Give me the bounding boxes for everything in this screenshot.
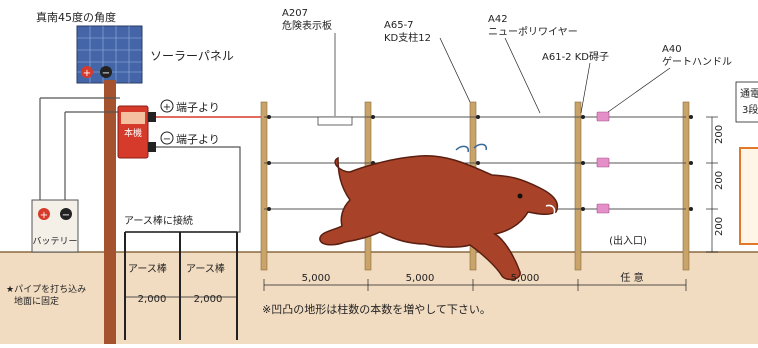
- gate-width: 任 意: [620, 271, 643, 284]
- part-code-a42: A42: [488, 14, 508, 25]
- wire-note-line2: 3段: [742, 103, 758, 116]
- battery: + − バッテリー: [31, 199, 79, 253]
- minus-terminal-label: 端子より: [176, 133, 220, 146]
- span-3: 5,000: [511, 273, 540, 284]
- part-name-a65-7: KD支柱12: [384, 31, 431, 44]
- wire-note-line1: 通電: [740, 88, 758, 100]
- svg-text:−: −: [163, 134, 171, 145]
- svg-text:−: −: [62, 210, 70, 221]
- warning-sign: [317, 116, 353, 126]
- controller-label: 本機: [124, 127, 142, 139]
- battery-label: バッテリー: [32, 236, 77, 247]
- caution-sign: [739, 147, 758, 245]
- earth-rod-label-2: アース棒: [186, 262, 225, 275]
- span-1: 5,000: [302, 273, 331, 284]
- part-name-a40: ゲートハンドル: [662, 56, 732, 68]
- minus-symbol: [160, 131, 174, 145]
- ground-area: [0, 252, 758, 344]
- pipe-note-line2: 地面に固定: [14, 295, 59, 307]
- footnote: ※凹凸の地形は柱数の本数を増やして下さい。: [262, 302, 491, 316]
- span-2: 5,000: [406, 273, 435, 284]
- earth-rod-label-1: アース棒: [128, 262, 167, 275]
- svg-text:−: −: [102, 68, 110, 79]
- svg-text:+: +: [40, 210, 48, 221]
- part-name-a42: ニューポリワイヤー: [488, 26, 578, 38]
- fence-controller: 本機: [117, 105, 156, 159]
- solar-minus-terminal: [100, 66, 112, 78]
- part-code-a40: A40: [662, 44, 682, 55]
- solar-panel: 真南45度の角度 + − ソーラーパネル: [36, 10, 234, 84]
- wire-note-box: [735, 81, 758, 123]
- earth-connect-label: アース棒に接続: [124, 214, 193, 227]
- plus-terminal-label: 端子より: [176, 101, 220, 114]
- gate-label: (出入口): [609, 234, 647, 247]
- height-3: 200: [714, 217, 725, 236]
- part-code-a65-7: A65-7: [384, 20, 414, 31]
- svg-text:+: +: [83, 68, 91, 79]
- solar-panel-label: ソーラーパネル: [150, 49, 234, 63]
- pipe-note-line1: ★パイプを打ち込み: [6, 283, 86, 295]
- earth-spacing-2: 2,000: [194, 294, 223, 305]
- gate-handles: [596, 111, 610, 214]
- earth-spacing-1: 2,000: [138, 294, 167, 305]
- part-code-a207: A207: [282, 8, 308, 19]
- wild-boar-illustration: [319, 143, 559, 281]
- height-1: 200: [714, 125, 725, 144]
- solar-plus-terminal: [81, 66, 93, 78]
- height-2: 200: [714, 171, 725, 190]
- part-code-a61-2: A61-2 KD碍子: [542, 51, 609, 63]
- svg-text:+: +: [163, 102, 171, 113]
- part-name-a207: 危険表示板: [282, 19, 332, 32]
- plus-symbol: [160, 99, 174, 113]
- mounting-pole: [104, 80, 116, 344]
- earth-rods: [124, 231, 238, 340]
- solar-angle-label: 真南45度の角度: [36, 10, 116, 24]
